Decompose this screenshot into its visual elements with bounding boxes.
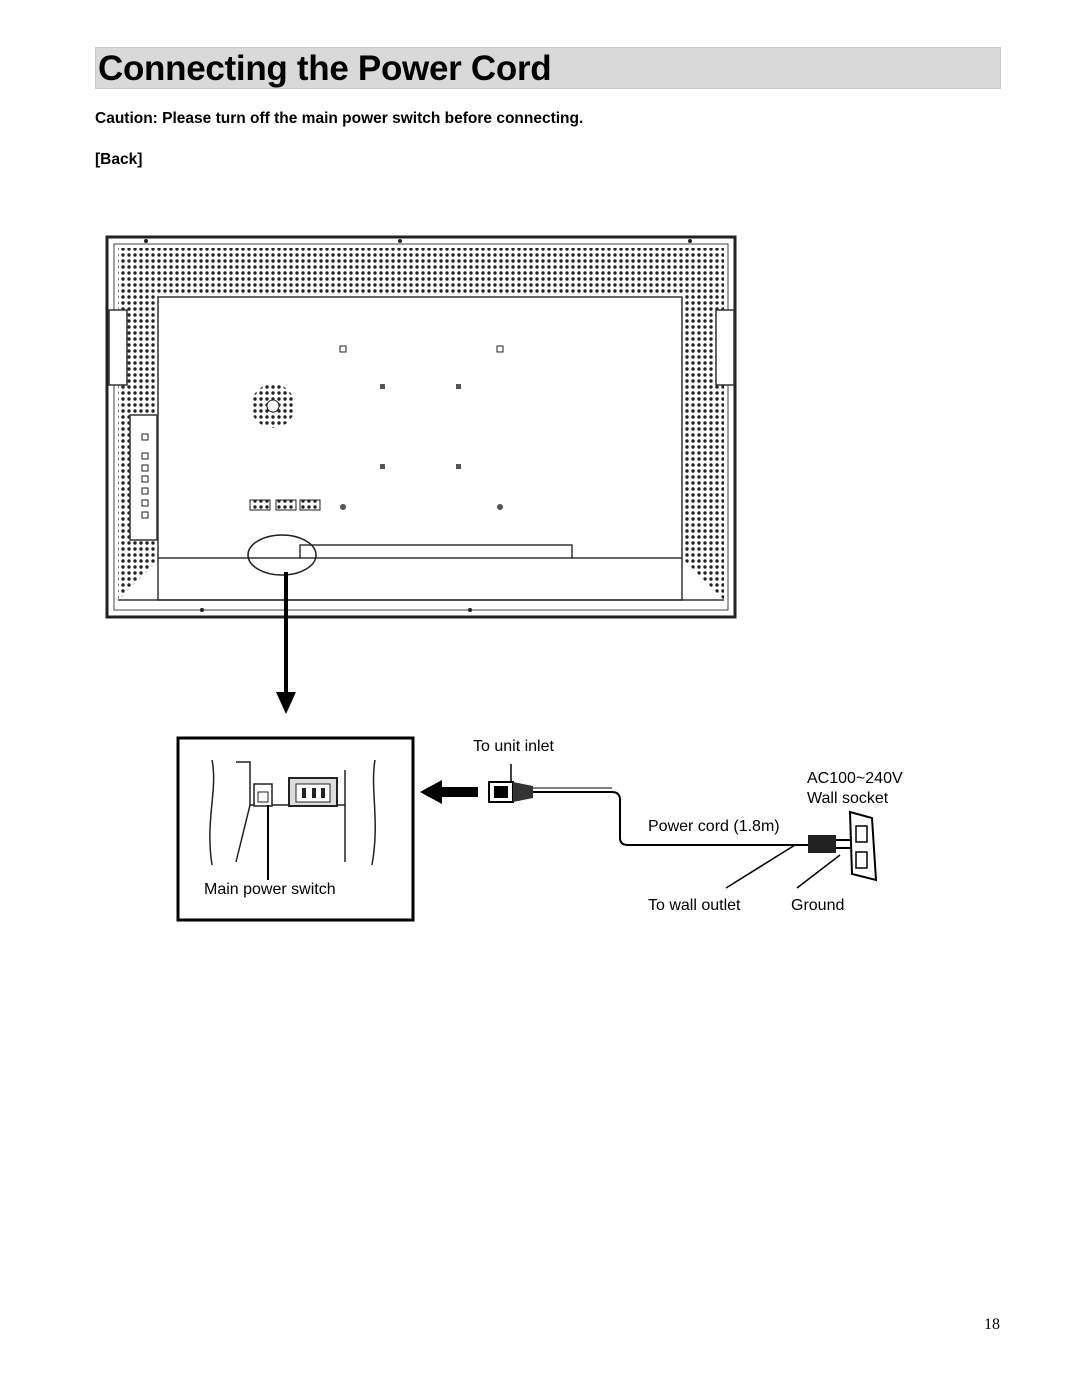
label-main-power-switch: Main power switch xyxy=(204,881,336,898)
power-cord xyxy=(488,764,850,889)
label-to-unit-inlet: To unit inlet xyxy=(473,738,554,755)
title-bar: Connecting the Power Cord xyxy=(95,47,1001,89)
down-arrow-icon xyxy=(276,692,296,714)
power-switch-detail xyxy=(176,736,415,922)
wall-socket xyxy=(848,810,878,882)
display-back xyxy=(105,235,737,619)
label-ground: Ground xyxy=(791,897,845,914)
rear-panel-diagram xyxy=(105,235,878,922)
left-arrow-icon xyxy=(420,780,478,804)
page-title: Connecting the Power Cord xyxy=(98,49,552,88)
page-number: 18 xyxy=(984,1316,1000,1333)
section-label-back: [Back] xyxy=(95,151,143,168)
label-to-wall-outlet: To wall outlet xyxy=(648,897,741,914)
power-switch-callout xyxy=(247,534,317,576)
label-voltage: AC100~240V xyxy=(807,770,903,787)
caution-note: Caution: Please turn off the main power … xyxy=(95,110,584,127)
label-power-cord: Power cord (1.8m) xyxy=(648,818,780,835)
label-wall-socket: Wall socket xyxy=(807,790,889,804)
